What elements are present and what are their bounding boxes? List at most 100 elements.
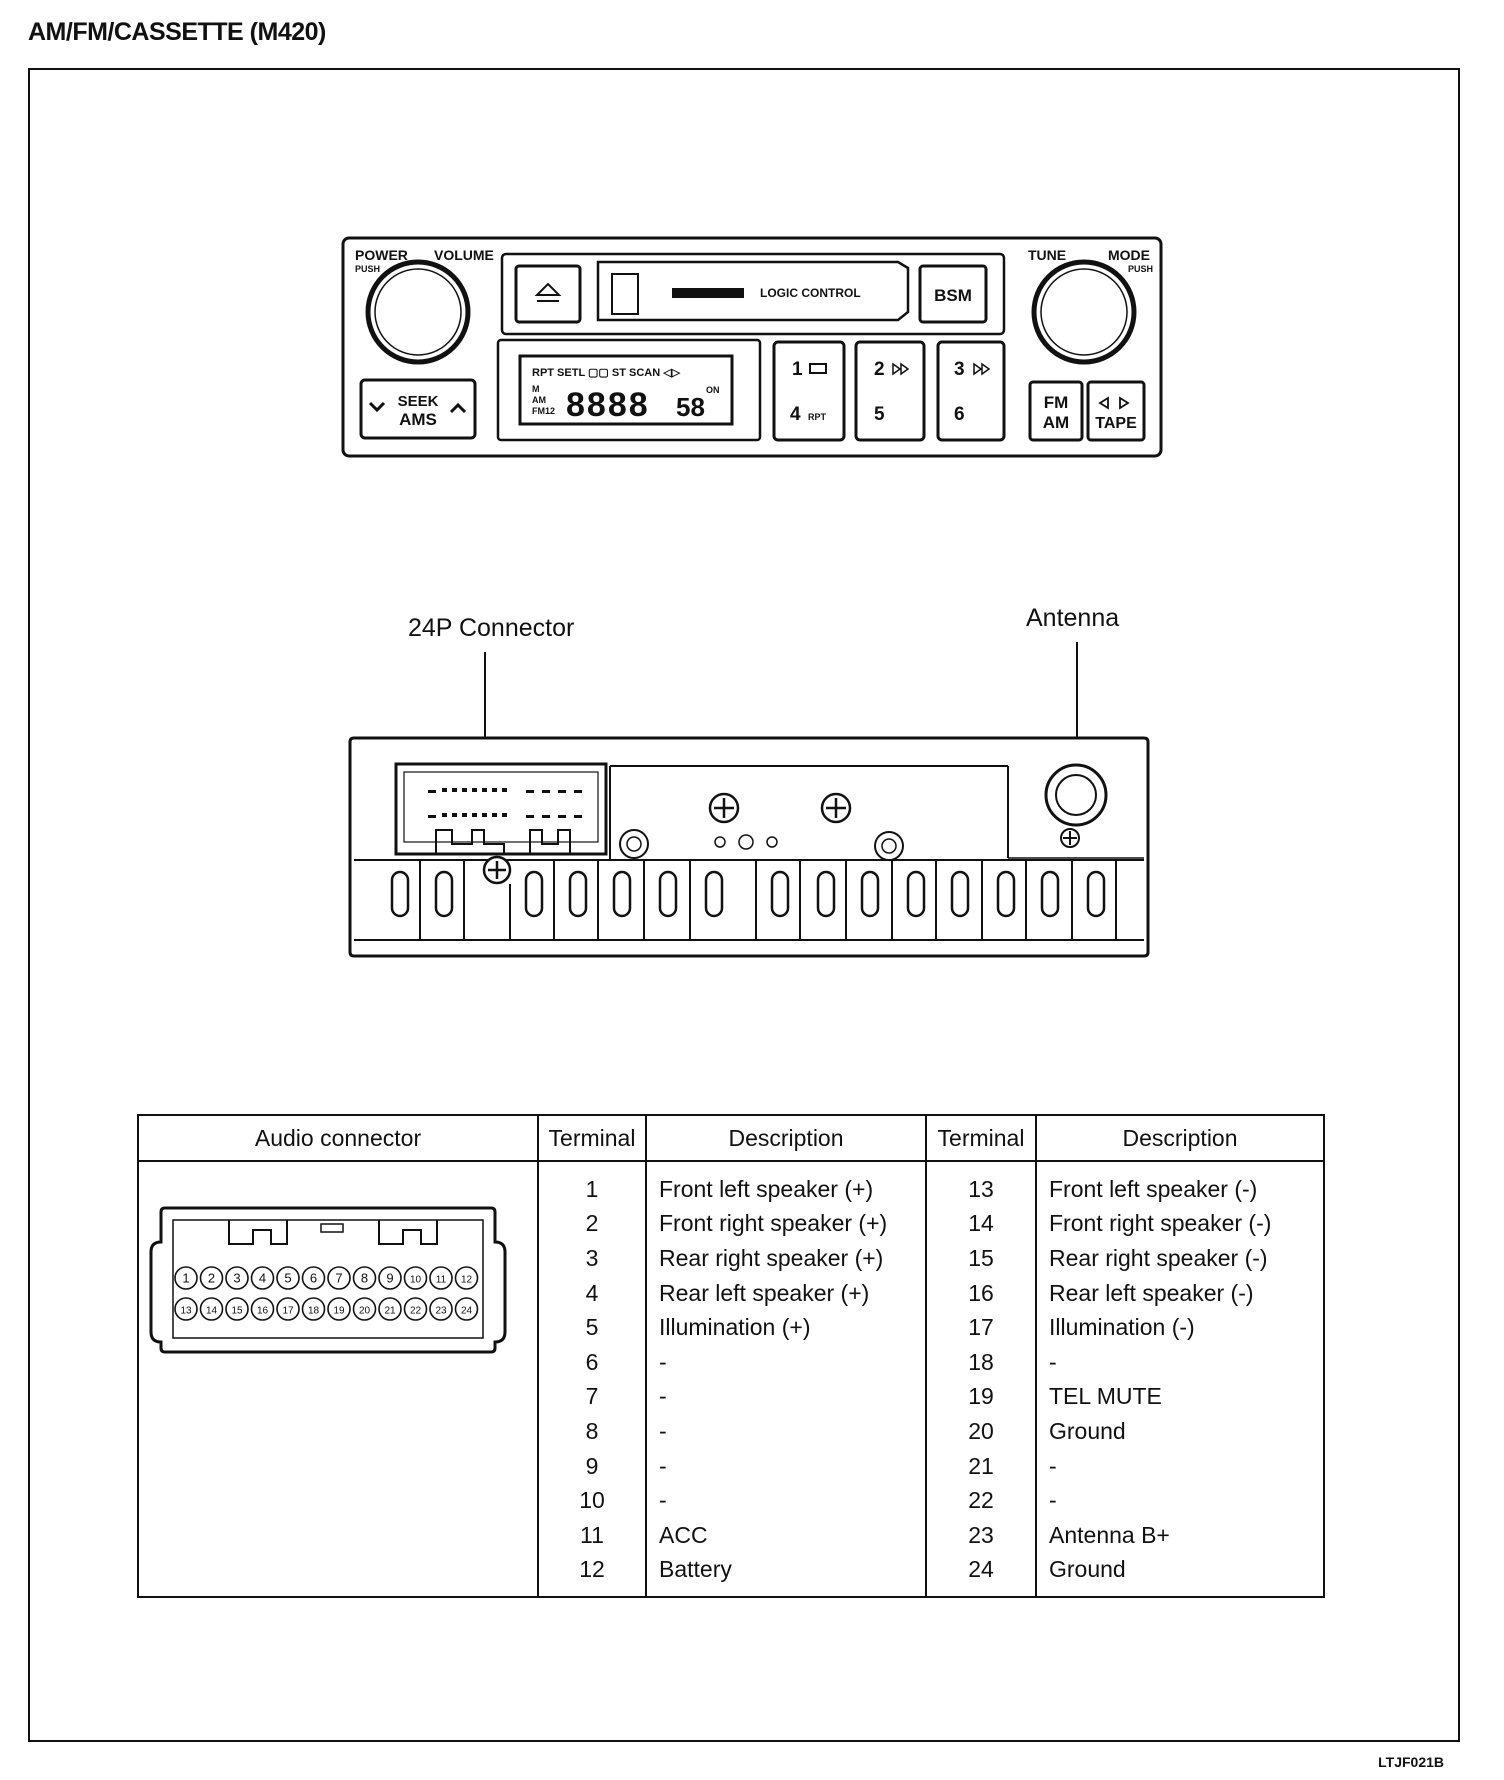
description-cell: Antenna B+ — [1049, 1521, 1170, 1548]
description-list-right: Front left speaker (-)Front right speake… — [1037, 1162, 1323, 1596]
terminal-cell: 8 — [585, 1417, 599, 1444]
pin-label: 3 — [233, 1271, 240, 1286]
terminal-cell: 11 — [580, 1521, 604, 1548]
preset-2-label: 2 — [874, 359, 885, 380]
terminal-cell: 22 — [968, 1487, 994, 1514]
chevron-up-icon — [449, 402, 467, 414]
fm-am-button[interactable]: FM AM — [1028, 380, 1084, 442]
volume-knob[interactable] — [365, 259, 471, 365]
terminal-cell: 7 — [585, 1383, 599, 1410]
pin-21 — [378, 1297, 402, 1321]
push-label-right: PUSH — [1128, 264, 1153, 274]
pin-4 — [250, 1266, 275, 1290]
seek-ams-button[interactable]: SEEK AMS — [359, 378, 477, 440]
antenna-callout-label: Antenna — [1026, 604, 1119, 632]
pin-22 — [403, 1297, 428, 1321]
screw-icon — [708, 792, 740, 824]
description-cell: Illumination (+) — [659, 1314, 811, 1341]
bsm-button[interactable]: BSM — [918, 264, 988, 324]
dolby-badge — [672, 288, 744, 298]
terminal-cell: 18 — [968, 1348, 994, 1375]
pin-label: 10 — [410, 1275, 422, 1286]
document-code: LTJF021B — [1378, 1754, 1444, 1770]
screw-icon — [482, 855, 512, 885]
terminal-cell: 1 — [585, 1175, 599, 1202]
pin-label: 23 — [435, 1306, 447, 1317]
pin-label: 1 — [182, 1271, 189, 1286]
preset-button-3-6[interactable]: 3 6 — [936, 340, 1006, 442]
preset-button-2-5[interactable]: 2 5 — [854, 340, 926, 442]
terminal-cell: 3 — [585, 1244, 599, 1271]
logic-control-label: LOGIC CONTROL — [760, 286, 861, 300]
description-cell: - — [1049, 1487, 1057, 1514]
pin-15 — [225, 1297, 249, 1321]
preset-button-1-4[interactable]: 1 4 RPT — [772, 340, 846, 442]
description-header-right: Description — [1037, 1116, 1323, 1162]
pin-8 — [352, 1266, 377, 1290]
description-column-left: Description Front left speaker (+)Front … — [647, 1116, 927, 1596]
terminal-cell: 12 — [579, 1556, 605, 1583]
description-cell: Rear right speaker (-) — [1049, 1244, 1268, 1271]
terminal-cell: 23 — [968, 1521, 994, 1548]
tape-icon — [809, 363, 827, 374]
pin-label: 15 — [231, 1306, 243, 1317]
description-list-left: Front left speaker (+)Front right speake… — [647, 1162, 925, 1596]
pin-20 — [352, 1297, 377, 1321]
pin-17 — [276, 1297, 300, 1321]
terminal-cell: 24 — [968, 1556, 994, 1583]
pin-label: 19 — [333, 1306, 345, 1317]
chevron-down-icon — [368, 401, 386, 413]
pin-18 — [301, 1297, 326, 1321]
display-m: M — [532, 384, 540, 394]
rewind-icon — [892, 362, 910, 376]
audio-connector-header: Audio connector — [139, 1116, 537, 1162]
terminal-header-right: Terminal — [927, 1116, 1035, 1162]
bsm-label: BSM — [934, 286, 972, 305]
terminal-header-left: Terminal — [539, 1116, 645, 1162]
pin-9 — [378, 1266, 402, 1290]
description-cell: - — [659, 1348, 667, 1375]
pin-14 — [199, 1297, 224, 1321]
fast-forward-icon — [973, 362, 991, 376]
cassette-door: LOGIC CONTROL — [596, 260, 910, 322]
push-label-left: PUSH — [355, 264, 380, 274]
eject-button[interactable] — [514, 264, 582, 324]
description-header-left: Description — [647, 1116, 925, 1162]
pin-label: 11 — [436, 1275, 447, 1286]
terminal-cell: 6 — [585, 1348, 599, 1375]
am-label: AM — [1043, 413, 1069, 432]
terminal-cell: 2 — [585, 1210, 599, 1237]
description-cell: Battery — [659, 1556, 732, 1583]
pin-16 — [250, 1297, 275, 1321]
description-cell: Rear right speaker (+) — [659, 1244, 884, 1271]
display-am: AM — [532, 395, 546, 405]
eject-icon — [534, 282, 562, 296]
24p-connector — [394, 762, 608, 856]
pin-label: 24 — [461, 1306, 473, 1317]
ams-label: AMS — [399, 410, 437, 429]
tune-mode-knob[interactable] — [1031, 259, 1137, 365]
description-cell: - — [659, 1383, 667, 1410]
pin-13 — [174, 1297, 198, 1321]
lcd-display: RPT SETL ▢▢ ST SCAN ◁▷ M AM FM12 8888 58… — [496, 338, 762, 442]
description-cell: Rear left speaker (+) — [659, 1279, 870, 1306]
pin-label: 9 — [386, 1271, 393, 1286]
tape-button[interactable]: TAPE — [1086, 380, 1146, 442]
antenna-jack — [1044, 763, 1108, 827]
description-cell: - — [659, 1417, 667, 1444]
direction-icon — [1098, 396, 1130, 410]
tune-label: TUNE — [1028, 247, 1066, 263]
pin-label: 4 — [259, 1271, 266, 1286]
connector-callout-label: 24P Connector — [408, 614, 574, 642]
description-cell: Ground — [1049, 1556, 1126, 1583]
pin-label: 22 — [410, 1306, 422, 1317]
volume-label: VOLUME — [434, 247, 494, 263]
screw-icon — [820, 792, 852, 824]
preset-6-label: 6 — [954, 404, 965, 425]
description-cell: - — [659, 1452, 667, 1479]
pin-label: 2 — [208, 1271, 215, 1286]
